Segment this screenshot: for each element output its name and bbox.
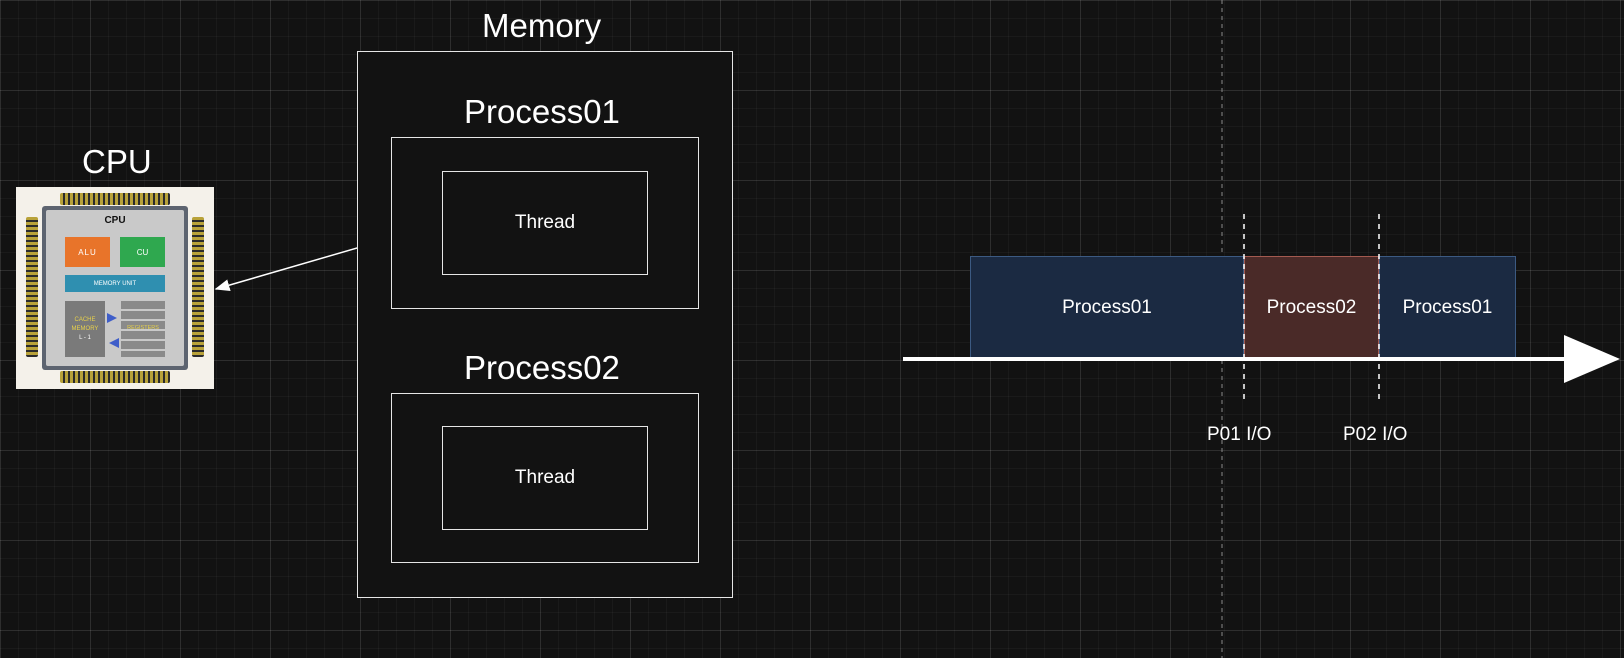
cache-label-line1: CACHE	[74, 316, 96, 323]
transfer-arrow-right-icon	[107, 313, 117, 323]
cpu-die: CPU ALU CU MEMORY UNIT CACHE MEMORY L - …	[42, 206, 188, 370]
transfer-arrow-left-icon	[109, 338, 119, 348]
memory-title: Memory	[482, 7, 602, 44]
process01-thread-box: Thread	[442, 171, 648, 275]
timeline-segment-process01-b: Process01	[1379, 256, 1516, 359]
cu-label: CU	[136, 247, 149, 257]
registers-label: REGISTERS	[127, 325, 159, 331]
process02-title: Process02	[464, 349, 620, 386]
segment-label: Process02	[1266, 296, 1357, 318]
cpu-die-inner: CPU ALU CU MEMORY UNIT CACHE MEMORY L - …	[46, 210, 184, 366]
cache-memory-block: CACHE MEMORY L - 1	[65, 301, 105, 357]
cpu-pins-top	[60, 193, 170, 205]
alu-label: ALU	[78, 247, 97, 257]
p01-io-label: P01 I/O	[1207, 424, 1272, 445]
segment-label: Process01	[1062, 296, 1152, 318]
process01-title: Process01	[464, 93, 620, 130]
registers-block: REGISTERS	[121, 301, 165, 357]
cu-block: CU	[120, 237, 165, 267]
alu-block: ALU	[65, 237, 110, 267]
cpu-chip-label: CPU	[104, 215, 126, 226]
cpu-chip-image: CPU ALU CU MEMORY UNIT CACHE MEMORY L - …	[16, 187, 214, 389]
memory-unit-label: MEMORY UNIT	[93, 280, 137, 287]
cpu-pins-right	[192, 217, 204, 357]
timeline-segment-process02: Process02	[1244, 256, 1379, 359]
p02-io-label: P02 I/O	[1343, 424, 1408, 445]
cache-label-line3: L - 1	[79, 334, 91, 341]
process01-thread-label: Thread	[514, 212, 576, 233]
process02-thread-label: Thread	[514, 467, 576, 488]
cpu-pins-left	[26, 217, 38, 357]
process02-thread-box: Thread	[442, 426, 648, 530]
memory-unit-block: MEMORY UNIT	[65, 275, 165, 292]
cache-label-line2: MEMORY	[71, 325, 99, 332]
segment-label: Process01	[1402, 296, 1493, 318]
cpu-pins-bottom	[60, 371, 170, 383]
cpu-title: CPU	[82, 143, 152, 180]
